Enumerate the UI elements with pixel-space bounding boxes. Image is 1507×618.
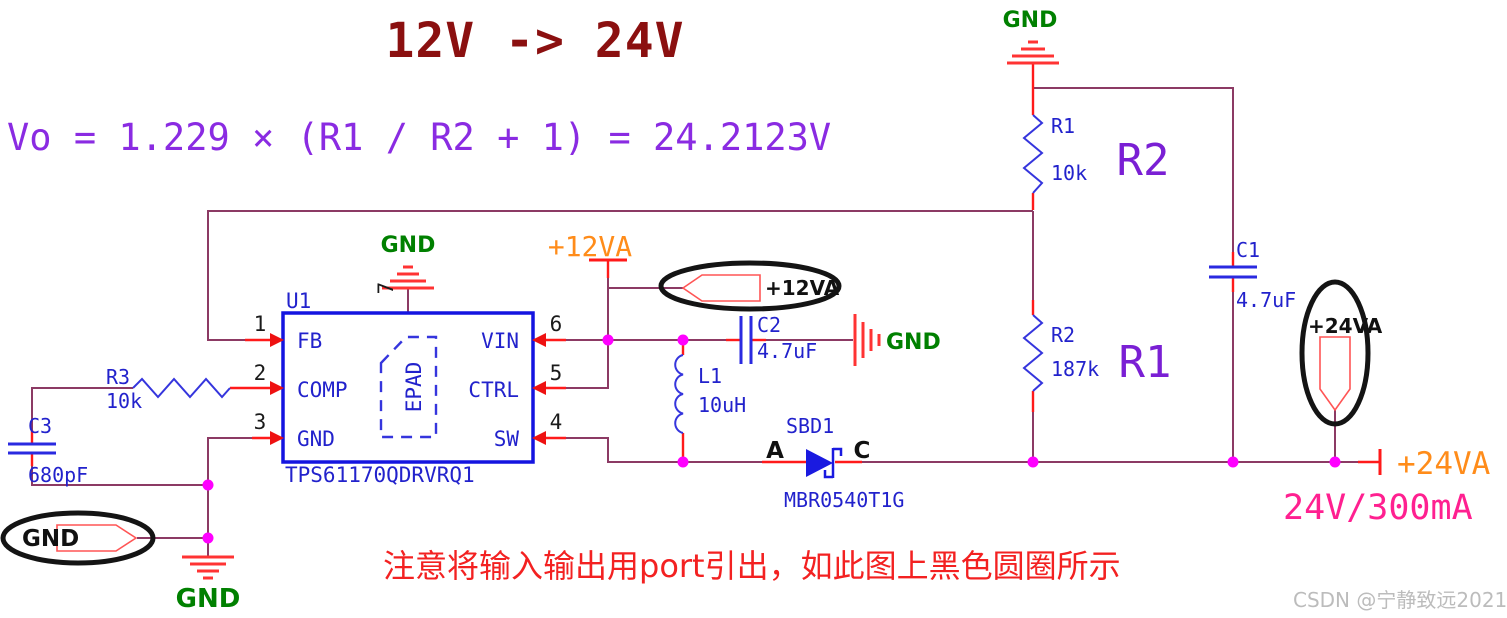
sbd1-ref: SBD1	[786, 414, 834, 438]
gnd-label-bottom: GND	[176, 584, 241, 614]
gnd-label-c2: GND	[886, 330, 941, 355]
pin-num-3: 3	[254, 410, 267, 434]
watermark: CSDN @宁静致远2021	[1293, 588, 1507, 612]
r2-ref: R2	[1051, 323, 1075, 347]
chip-ref: U1	[286, 289, 311, 313]
big-label-r2: R2	[1117, 135, 1170, 186]
port-24va-shape	[1319, 336, 1351, 412]
ground-symbol-bottom	[182, 555, 234, 580]
c3-ref: C3	[28, 414, 52, 438]
diode-schottky-bar	[823, 447, 843, 479]
pin-name-vin: VIN	[481, 329, 519, 353]
pin-arrow-comp	[270, 381, 284, 395]
ground-symbol-c2	[853, 314, 881, 366]
resistor-r3	[132, 377, 231, 399]
r2-value: 187k	[1051, 357, 1099, 381]
big-label-r1: R1	[1119, 337, 1172, 388]
junction-dot	[677, 334, 689, 346]
pin-num-2: 2	[254, 361, 267, 385]
power-symbol-12v	[589, 258, 627, 278]
ground-symbol-chip	[382, 265, 434, 290]
pin-num-6: 6	[550, 312, 563, 336]
epad-outline	[379, 335, 438, 439]
c1-ref: C1	[1236, 238, 1260, 262]
port-12va: +12VA	[658, 260, 842, 312]
power-label-12va: +12VA	[548, 230, 632, 263]
port-12va-shape	[681, 274, 761, 302]
output-voltage-formula: Vo = 1.229 × (R1 / R2 + 1) = 24.2123V	[7, 116, 831, 159]
gnd-label-chip: GND	[381, 233, 436, 258]
pin-num-7: 7	[374, 282, 398, 295]
chip-part-number: TPS61170QDRVRQ1	[285, 463, 475, 487]
wire-top-loop	[1033, 87, 1234, 266]
wire-ctrl-12v-stem	[533, 276, 609, 389]
junction-dot	[1329, 456, 1341, 468]
junction-dots	[202, 334, 1341, 544]
pin-arrow-gnd	[270, 431, 284, 445]
c2-value: 4.7uF	[757, 339, 817, 363]
pin-arrow-fb	[270, 333, 284, 347]
schematic-title: 12V -> 24V	[386, 13, 685, 69]
resistor-r1	[1022, 114, 1044, 194]
junction-dot	[202, 532, 214, 544]
pin-name-ctrl: CTRL	[468, 378, 519, 402]
pin-arrow-ctrl	[532, 381, 546, 395]
capacitor-c3	[8, 442, 56, 455]
l1-ref: L1	[698, 364, 722, 388]
capacitor-c1	[1209, 265, 1257, 279]
port-24va: +24VA	[1299, 279, 1383, 427]
port-gnd: GND	[0, 510, 156, 566]
pin-name-comp: COMP	[297, 378, 348, 402]
power-symbol-24v	[1358, 449, 1382, 475]
pin-name-sw: SW	[494, 427, 520, 451]
resistor-r2	[1022, 314, 1044, 392]
pin-num-1: 1	[254, 312, 267, 336]
annotation-note: 注意将输入输出用port引出，如此图上黑色圆圈所示	[383, 547, 1121, 585]
r3-value: 10k	[106, 389, 142, 413]
power-label-24va: +24VA	[1397, 446, 1491, 482]
junction-dot	[602, 334, 614, 346]
l1-value: 10uH	[698, 393, 746, 417]
wire-gnd-pin3	[207, 437, 283, 485]
pin-num-5: 5	[550, 361, 563, 385]
diode-cathode-label: C	[854, 438, 871, 464]
capacitor-c2	[739, 316, 753, 364]
highlight-circle-24va	[1299, 279, 1371, 427]
pin-arrow-vin	[532, 333, 546, 347]
ground-symbol-top	[1007, 40, 1059, 65]
wire-comp-left	[31, 387, 133, 444]
wire-fb-loop	[207, 210, 1033, 341]
r1-ref: R1	[1051, 114, 1075, 138]
diode-sbd1	[806, 447, 843, 479]
diode-triangle	[806, 449, 833, 477]
c2-ref: C2	[757, 313, 781, 337]
diode-anode-label: A	[766, 438, 784, 464]
junction-dot	[1027, 456, 1039, 468]
junction-dot	[202, 479, 214, 491]
junction-dot	[677, 456, 689, 468]
pin-name-fb: FB	[297, 329, 322, 353]
r3-ref: R3	[106, 365, 130, 389]
highlight-circle-gnd	[0, 510, 156, 566]
pin-name-gnd: GND	[297, 427, 335, 451]
gnd-label-top: GND	[1003, 8, 1058, 33]
port-gnd-label: GND	[22, 526, 79, 552]
c1-value: 4.7uF	[1236, 288, 1296, 312]
port-gnd-shape	[56, 524, 138, 552]
junction-dot	[1227, 456, 1239, 468]
sbd1-part: MBR0540T1G	[784, 488, 904, 512]
wire-sw	[533, 437, 683, 463]
c3-value: 680pF	[28, 463, 88, 487]
epad-label: EPAD	[402, 362, 426, 413]
chip-u1	[270, 311, 546, 464]
highlight-circle-12va	[658, 260, 842, 312]
inductor-l1	[674, 354, 684, 434]
r1-value: 10k	[1051, 161, 1087, 185]
pin-num-4: 4	[550, 410, 563, 434]
port-24va-label: +24VA	[1308, 314, 1383, 338]
pin-arrow-sw	[532, 431, 546, 445]
output-rating: 24V/300mA	[1283, 488, 1473, 528]
